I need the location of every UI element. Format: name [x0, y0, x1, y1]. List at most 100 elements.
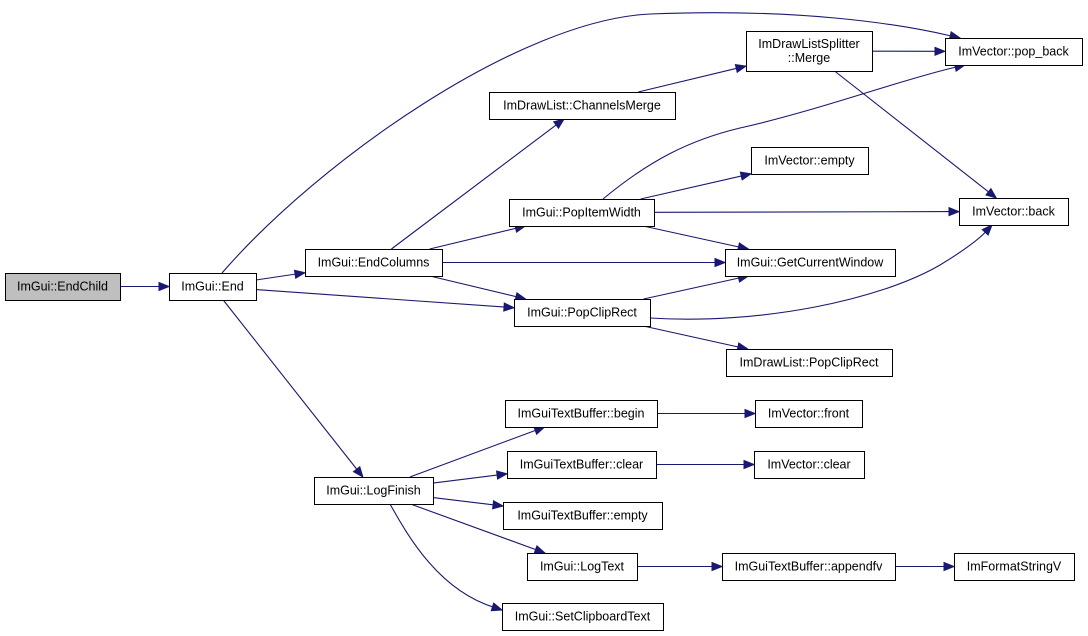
arrow-head-icon: [352, 465, 364, 479]
node-label: ImVector::back: [972, 205, 1055, 219]
node-getcurrentwindow[interactable]: ImGui::GetCurrentWindow: [725, 249, 896, 277]
node-box: [722, 553, 896, 581]
node-box: [305, 249, 443, 277]
arrow-head-icon: [495, 470, 509, 480]
edge-line: [255, 273, 297, 281]
arrow-head-icon: [943, 561, 956, 572]
node-label: ImVector::clear: [767, 458, 850, 472]
node-endcolumns[interactable]: ImGui::EndColumns: [305, 249, 443, 277]
node-popback[interactable]: ImVector::pop_back: [945, 38, 1083, 66]
node-label: ::Merge: [788, 51, 830, 65]
node-tbclear[interactable]: ImGuiTextBuffer::clear: [507, 451, 657, 479]
edges-layer: [120, 12, 998, 612]
node-popitemwidth[interactable]: ImGui::PopItemWidth: [509, 199, 655, 227]
node-box: [954, 553, 1075, 581]
node-setclipboardtext[interactable]: ImGui::SetClipboardText: [502, 603, 664, 631]
arrow-head-icon: [734, 63, 748, 74]
arrow-head-icon: [158, 281, 171, 292]
node-box: [314, 477, 434, 505]
edge-line: [643, 225, 740, 248]
edge-end-to-endcolumns: [255, 269, 307, 281]
edge-line: [653, 211, 951, 213]
node-label: ImFormatStringV: [967, 560, 1062, 574]
node-appendfv[interactable]: ImGuiTextBuffer::appendfv: [722, 553, 896, 581]
node-splittermerge[interactable]: ImDrawListSplitter::Merge: [746, 31, 873, 72]
arrow-head-icon: [492, 500, 505, 510]
edge-line: [602, 66, 957, 200]
node-box: [725, 249, 896, 277]
node-box: [726, 349, 893, 377]
node-tbempty[interactable]: ImGuiTextBuffer::empty: [503, 502, 663, 530]
node-label: ImGuiTextBuffer::appendfv: [735, 560, 884, 574]
node-box: [509, 199, 655, 227]
edge-line: [409, 429, 537, 478]
node-vecempty[interactable]: ImVector::empty: [751, 147, 869, 175]
edge-line: [391, 123, 558, 250]
arrow-head-icon: [981, 224, 993, 236]
arrow-head-icon: [934, 46, 947, 57]
arrow-head-icon: [948, 206, 961, 217]
edge-popcliprect-to-getcurrentwindow: [643, 273, 750, 300]
node-logfinish[interactable]: ImGui::LogFinish: [314, 477, 434, 505]
edge-line: [643, 325, 740, 348]
node-dlpopcliprect[interactable]: ImDrawList::PopClipRect: [726, 349, 893, 377]
edge-logfinish-to-tbclear: [432, 470, 509, 484]
node-label: ImGui::GetCurrentWindow: [737, 256, 885, 270]
arrow-head-icon: [293, 269, 307, 279]
edge-endcolumns-to-channelsmerge: [391, 118, 566, 250]
edge-popitemwidth-to-vecback: [653, 206, 961, 217]
edge-tbclear-to-vecclear: [656, 459, 756, 470]
edge-appendfv-to-formatstringv: [895, 561, 956, 572]
node-label: ImVector::empty: [764, 154, 855, 168]
node-vecback[interactable]: ImVector::back: [959, 198, 1069, 226]
arrow-head-icon: [985, 187, 998, 199]
edge-endcolumns-to-getcurrentwindow: [442, 257, 727, 268]
edge-line: [429, 227, 517, 250]
node-box: [514, 299, 651, 327]
node-label: ImGui::PopItemWidth: [522, 206, 641, 220]
arrow-head-icon: [743, 459, 756, 470]
edge-line: [410, 503, 537, 551]
arrow-head-icon: [552, 118, 566, 130]
edge-splittermerge-to-popback: [871, 46, 947, 57]
node-popcliprect[interactable]: ImGui::PopClipRect: [514, 299, 651, 327]
edge-line: [638, 67, 738, 93]
node-label: ImGui::EndChild: [17, 280, 108, 294]
node-vecfront[interactable]: ImVector::front: [755, 400, 863, 428]
node-end[interactable]: ImGui::End: [169, 273, 257, 301]
node-box: [5, 273, 121, 301]
edge-line: [221, 12, 952, 274]
node-channelsmerge[interactable]: ImDrawList::ChannelsMerge: [489, 92, 676, 120]
node-box: [945, 38, 1083, 66]
node-label: ImGui::EndColumns: [318, 256, 430, 270]
edge-line: [649, 231, 987, 320]
edge-logfinish-to-setclipboardtext: [389, 503, 504, 612]
edge-endcolumns-to-popitemwidth: [429, 223, 527, 250]
arrow-head-icon: [533, 544, 547, 554]
arrow-head-icon: [739, 171, 753, 181]
arrow-head-icon: [744, 408, 757, 419]
arrow-head-icon: [711, 561, 724, 572]
arrow-head-icon: [714, 257, 727, 268]
node-formatstringv[interactable]: ImFormatStringV: [954, 553, 1075, 581]
node-box: [755, 400, 863, 428]
node-tbbegin[interactable]: ImGuiTextBuffer::begin: [505, 400, 658, 428]
edge-popcliprect-to-dlpopcliprect: [643, 325, 750, 352]
edge-line: [432, 474, 499, 484]
edge-endcolumns-to-popcliprect: [429, 275, 528, 302]
edge-line: [389, 503, 494, 608]
node-box: [527, 553, 638, 581]
nodes-layer: ImGui::EndChild ImGui::End ImGui::EndColum…: [5, 31, 1083, 631]
node-logtext[interactable]: ImGui::LogText: [527, 553, 638, 581]
node-box: [754, 451, 865, 479]
node-box: [169, 273, 257, 301]
node-label: ImGuiTextBuffer::clear: [520, 458, 643, 472]
edge-popitemwidth-to-vecempty: [640, 171, 753, 200]
node-label: ImGuiTextBuffer::empty: [517, 509, 648, 523]
node-label: ImGui::PopClipRect: [527, 306, 637, 320]
node-vecclear[interactable]: ImVector::clear: [754, 451, 865, 479]
edge-endchild-to-end: [120, 281, 171, 292]
node-label: ImVector::pop_back: [958, 45, 1069, 59]
edge-logtext-to-appendfv: [637, 561, 724, 572]
